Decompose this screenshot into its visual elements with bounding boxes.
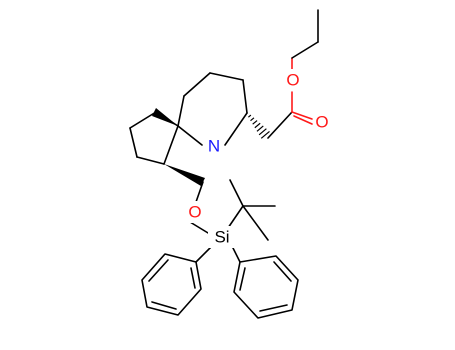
svg-text:O: O (188, 203, 201, 222)
svg-text:Si: Si (214, 228, 229, 247)
carbonyl-oxygen-atom: O (313, 111, 333, 133)
cyclopentane-ring (129, 111, 179, 165)
acetate-chain (267, 9, 319, 139)
silicon-atom: Si (208, 226, 236, 248)
hash-line (252, 120, 258, 125)
ether-oxygen-atom: O (185, 201, 205, 223)
hash-line (247, 114, 252, 118)
ester-oxygen-atom: O (283, 69, 303, 91)
hashed-wedge-bond (247, 114, 270, 139)
spiro-wedge-bond (152, 108, 178, 126)
hash-line (258, 128, 267, 136)
svg-text:O: O (315, 113, 328, 132)
hash-line (250, 117, 255, 122)
tert-butyl-group (227, 179, 276, 241)
hash-line (256, 125, 264, 132)
phenyl-ring-left (141, 245, 213, 316)
hash-line (254, 122, 261, 129)
hash-line (260, 130, 270, 139)
svg-text:N: N (208, 137, 220, 156)
bold-wedge-bond (164, 164, 205, 186)
svg-text:O: O (286, 71, 299, 90)
phenyl-ring-right (231, 245, 299, 319)
piperidine-ring (177, 72, 248, 146)
nitrogen-atom: N (204, 135, 224, 157)
